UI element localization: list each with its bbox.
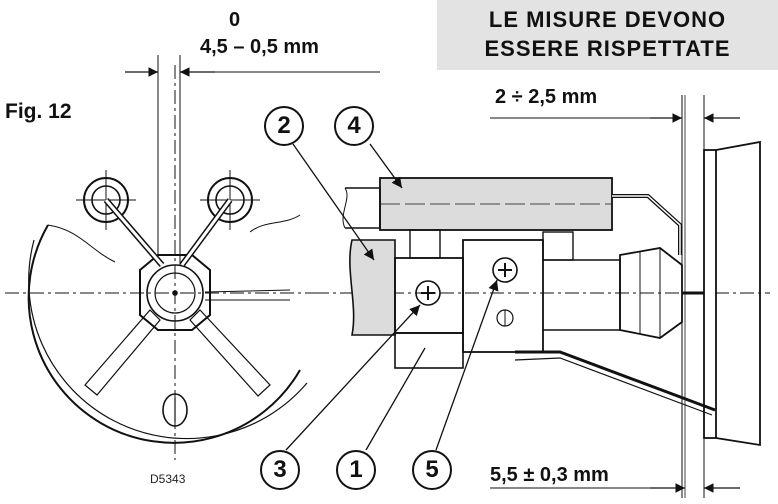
drawing-code: D5343 [150, 472, 186, 486]
callout-leaders [285, 143, 499, 451]
callout-5: 5 [412, 450, 452, 490]
banner-line-1: LE MISURE DEVONO [488, 7, 727, 32]
dim-right-top: 2 ÷ 2,5 mm [495, 86, 598, 108]
banner-line-2: ESSERE RISPETTATE [484, 36, 731, 61]
warning-banner: LE MISURE DEVONO ESSERE RISPETTATE [437, 0, 778, 70]
side-view [315, 95, 770, 498]
dim-top-lower: 4,5 – 0,5 mm [200, 36, 319, 58]
callout-1: 1 [336, 450, 376, 490]
front-view [5, 55, 380, 460]
callout-2: 2 [264, 106, 304, 146]
dim-top-upper: 0 [229, 9, 241, 31]
dim-right-bottom: 5,5 ± 0,3 mm [490, 464, 609, 486]
callout-4: 4 [334, 106, 374, 146]
callout-3: 3 [260, 450, 300, 490]
figure-label: Fig. 12 [5, 100, 72, 123]
